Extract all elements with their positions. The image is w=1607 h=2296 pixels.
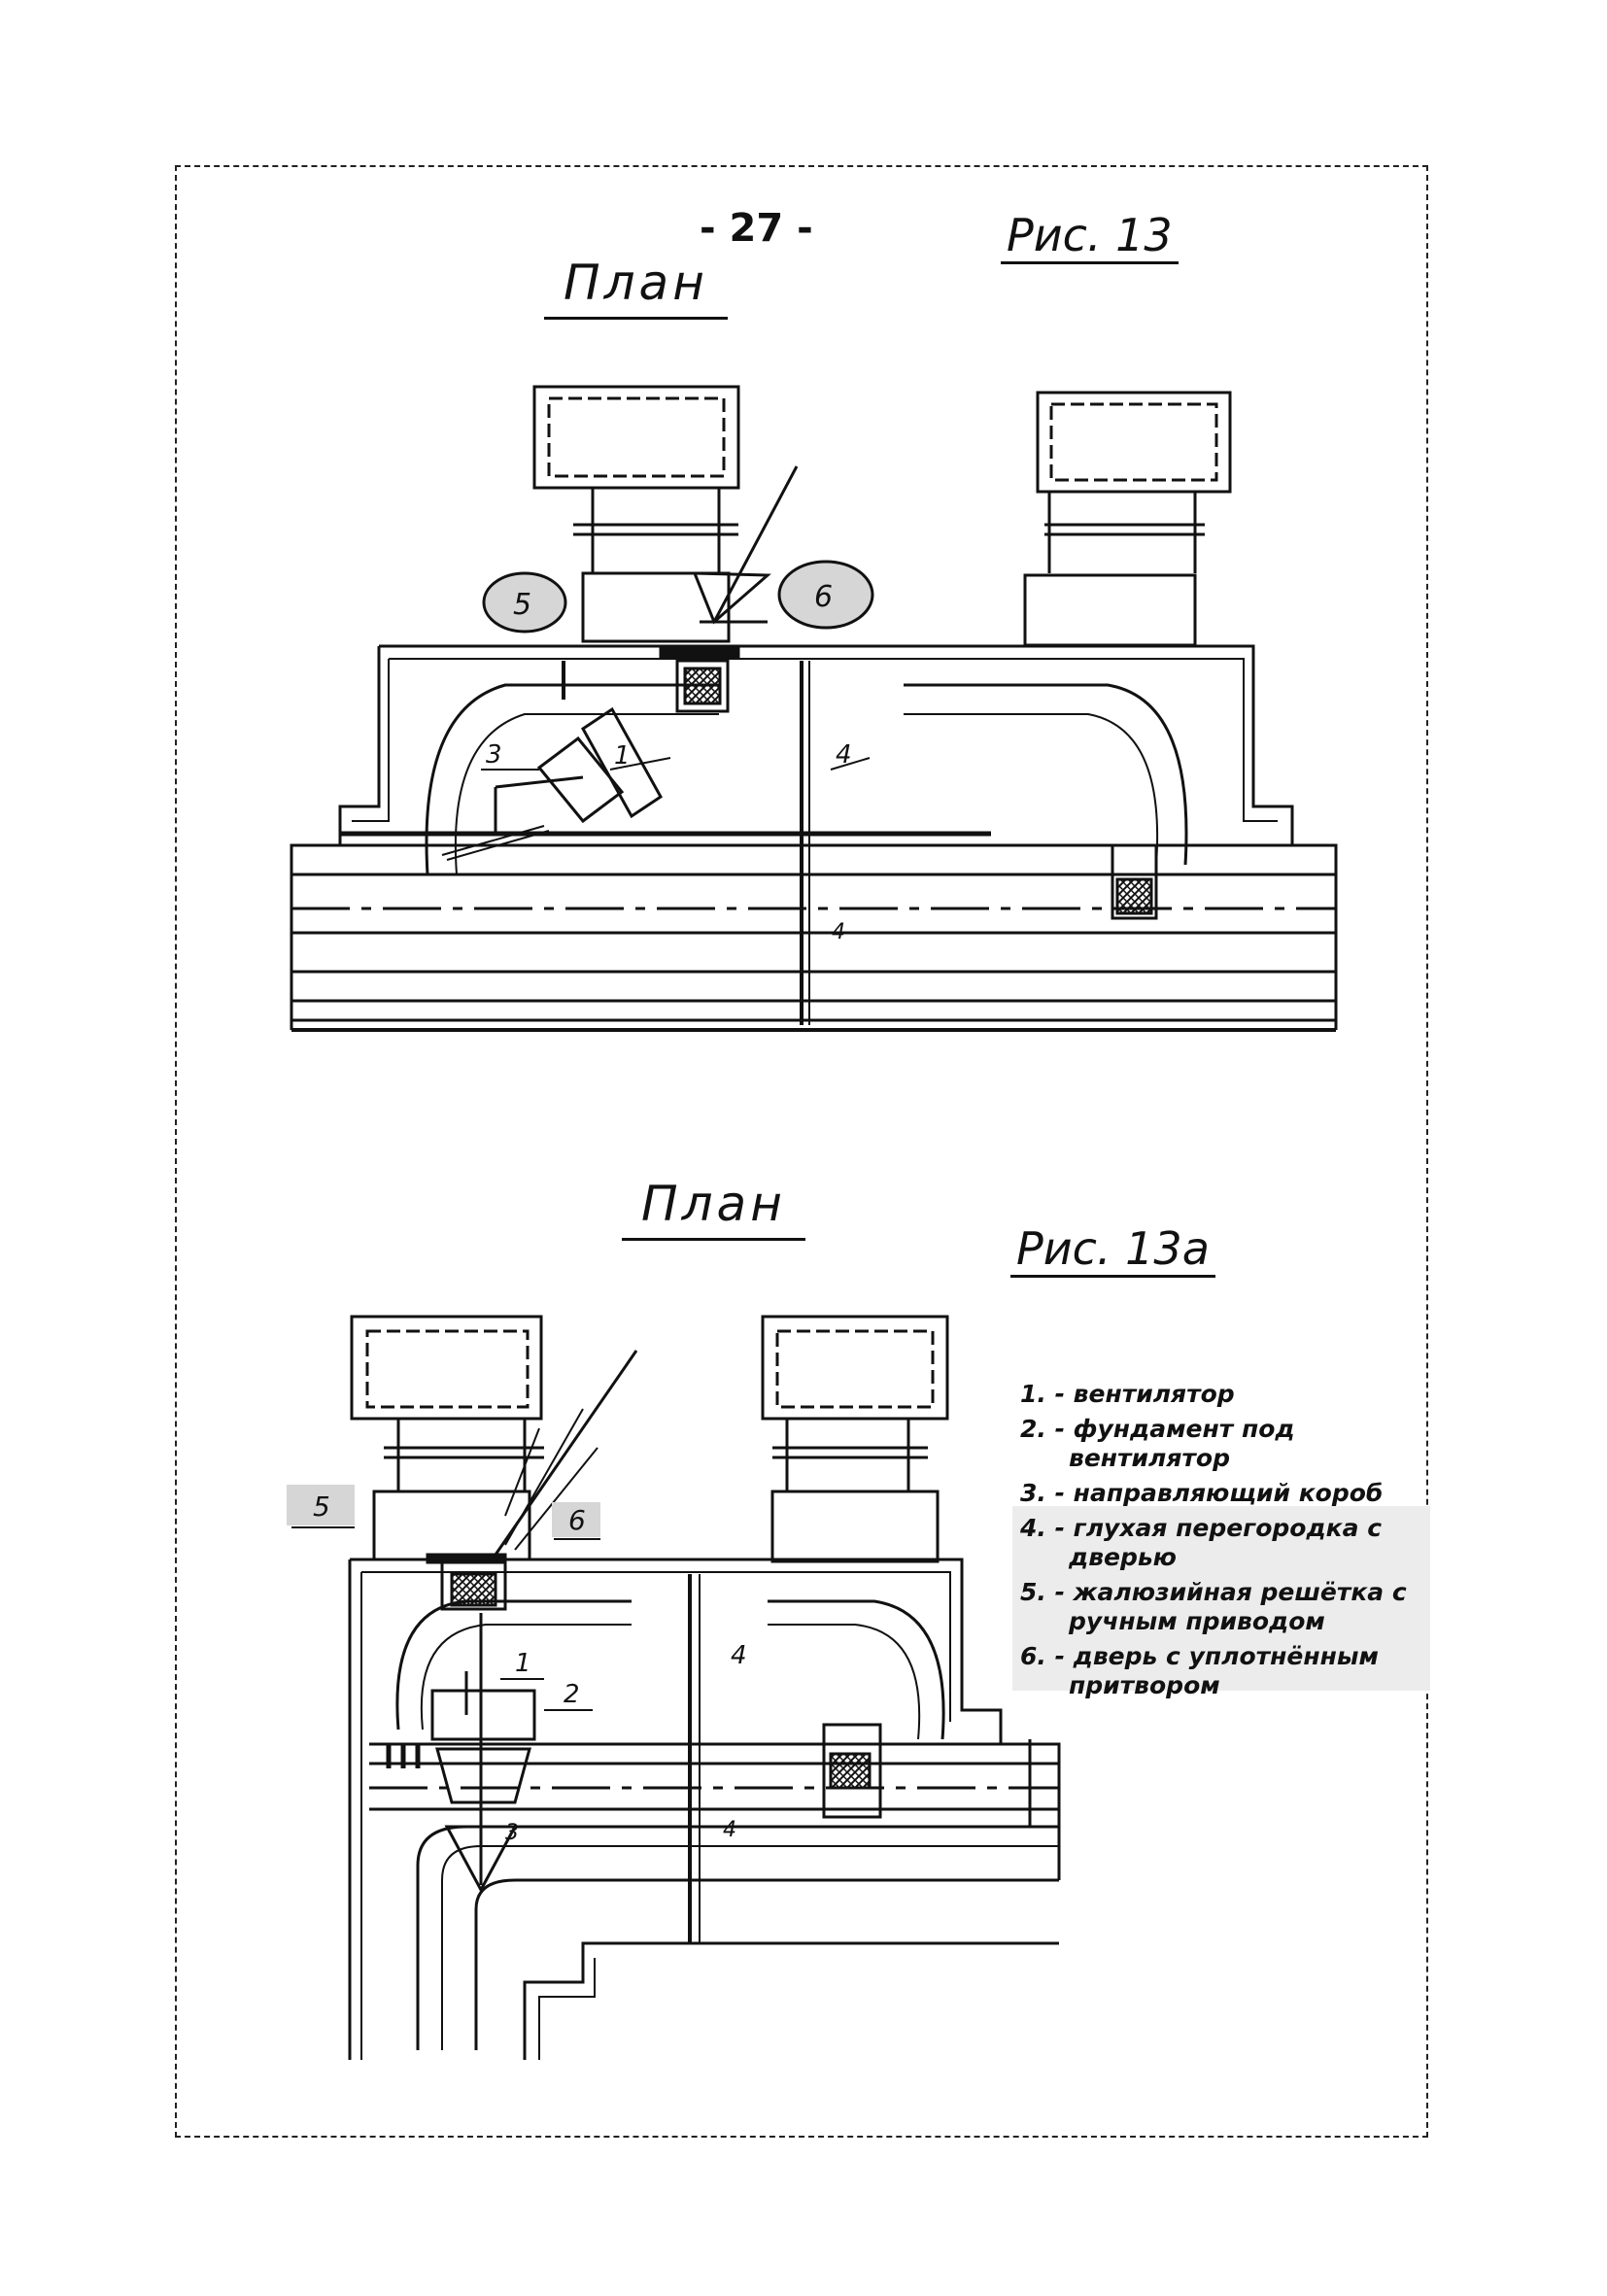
figure-1-callouts: 5 6 3 1 4 4 [481, 560, 874, 944]
fig1-callout-5: 5 [513, 588, 531, 622]
fig1-shaft-left-box [547, 396, 726, 478]
figure-2-plan [348, 1315, 1061, 2060]
legend-smudge [1012, 1506, 1430, 1691]
legend-item-5: 5. - жалюзийная решётка с ручным приводо… [1020, 1578, 1407, 1635]
fig1-callout-4b: 4 [832, 920, 845, 944]
legend-item-6: 6. - дверь с уплотнённым притвором [1020, 1642, 1379, 1699]
figure-1-plan [290, 385, 1338, 1032]
sheet-border [175, 165, 1428, 2138]
fig2-callout-4b: 4 [723, 1818, 736, 1842]
fig1-callout-4a: 4 [836, 740, 852, 770]
legend-item-2: 2. - фундамент под вентилятор [1020, 1415, 1295, 1472]
fig1-louver-grille [683, 667, 722, 705]
legend-item-4: 4. - глухая перегородка с дверью [1020, 1514, 1383, 1571]
fig2-shaft-right-box [775, 1329, 935, 1409]
fig2-callout-2: 2 [564, 1680, 580, 1709]
figure-1-label: Рис. 13 [1001, 209, 1179, 264]
fig1-callout-1: 1 [614, 741, 631, 771]
figure-1-title: План [544, 255, 728, 320]
fig2-callout-1: 1 [515, 1649, 531, 1678]
fig2-fan [435, 1747, 531, 1804]
legend-item-1: 1. - вентилятор [1020, 1380, 1235, 1408]
fig2-callout-5: 5 [313, 1491, 330, 1523]
fig2-callout-4a: 4 [731, 1641, 747, 1670]
fig1-callout-5-circle [482, 571, 567, 634]
fig1-callout-6-circle [777, 560, 874, 630]
figure-2-callouts: 5 6 1 2 3 4 4 [287, 1485, 747, 1845]
page-number: - 27 - [700, 206, 813, 251]
fig1-shaft-right-box [1049, 402, 1218, 482]
fig1-callout-6: 6 [814, 580, 833, 614]
fig2-callout-3: 3 [505, 1821, 519, 1845]
fig2-callout-6: 6 [568, 1504, 586, 1536]
legend-item-3: 3. - направляющий короб [1020, 1479, 1384, 1507]
fig2-louver-grille [450, 1572, 497, 1607]
fig1-callout-3: 3 [486, 740, 502, 770]
fig2-shaft-left-box [365, 1329, 530, 1409]
figure-2-title: План [622, 1176, 805, 1241]
fig2-fan-foundation [430, 1689, 536, 1741]
legend: 1. - вентилятор 2. - фундамент под венти… [1020, 1380, 1428, 1706]
fig1-fan [536, 736, 625, 824]
figure-2-label: Рис. 13а [1010, 1222, 1215, 1278]
